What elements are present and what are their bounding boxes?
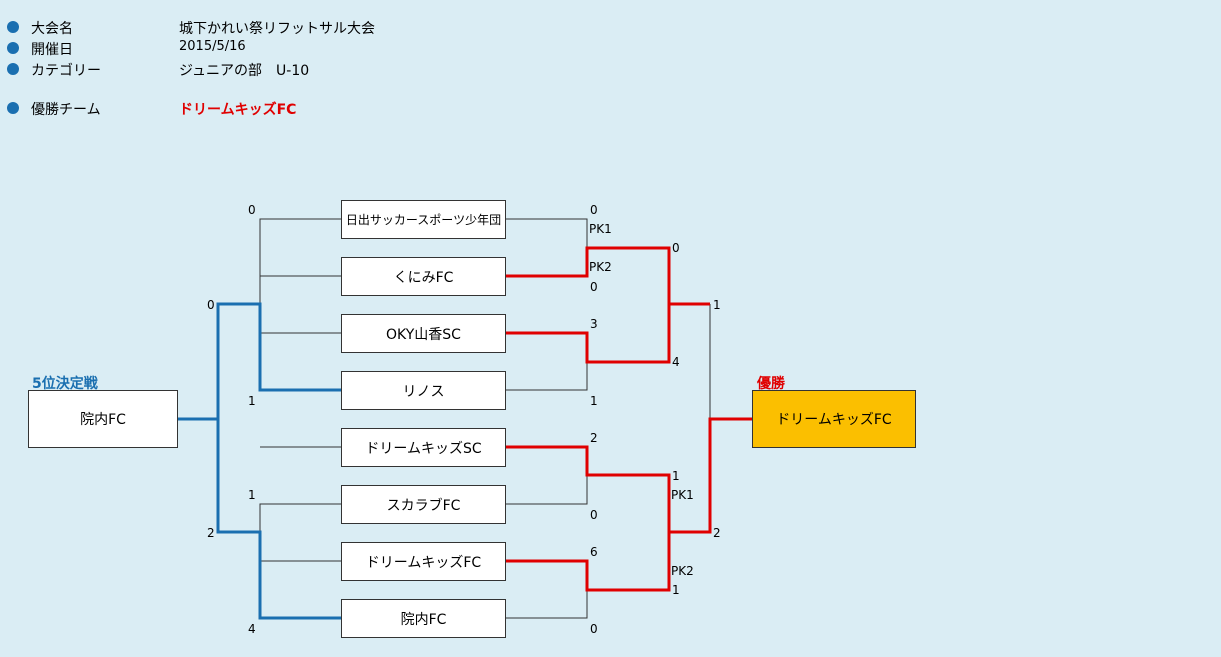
score-r1-team6: 0 — [590, 508, 598, 522]
score-fifth-final-2: 2 — [207, 526, 215, 540]
champion-value: ドリームキッズFC — [179, 102, 297, 118]
fifth-line-innai — [216, 419, 341, 620]
tournament-name: 城下かれい祭リフットサル大会 — [179, 21, 375, 37]
pk-note-3: PK1 — [671, 488, 694, 502]
pk-note-2: PK2 — [589, 260, 612, 274]
team-box-4[interactable]: リノス — [341, 371, 506, 410]
score-r1-team5: 2 — [590, 431, 598, 445]
score-fifth-final-1: 0 — [207, 298, 215, 312]
team-box-1[interactable]: 日出サッカースポーツ少年団 — [341, 200, 506, 239]
date-value: 2015/5/16 — [179, 39, 246, 54]
line-right-team1 — [505, 218, 588, 248]
tournament-label: 大会名 — [31, 21, 73, 37]
team-box-5[interactable]: ドリームキッズSC — [341, 428, 506, 467]
bracket-winner-lines — [505, 246, 752, 592]
score-r1-team1: 0 — [590, 203, 598, 217]
team-box-7[interactable]: ドリームキッズFC — [341, 542, 506, 581]
bullet-icon — [7, 102, 19, 114]
win-line-dreamkids-fc — [505, 417, 752, 592]
pk-note-1: PK1 — [589, 222, 612, 236]
score-final-2: 2 — [713, 526, 721, 540]
line-right-team6 — [505, 475, 588, 505]
score-fifth-semi-1: 0 — [248, 203, 256, 217]
team-box-3[interactable]: OKY山香SC — [341, 314, 506, 353]
category-label: カテゴリー — [31, 63, 101, 79]
champion-label: 優勝チーム — [31, 102, 101, 118]
score-fifth-semi-4: 4 — [248, 622, 256, 636]
win-line-kunimi — [505, 246, 671, 304]
fifth-line-rinos — [178, 302, 341, 421]
score-semi-4: 1 — [672, 583, 680, 597]
team-box-8[interactable]: 院内FC — [341, 599, 506, 638]
score-r1-team4: 1 — [590, 394, 598, 408]
champion-box[interactable]: ドリームキッズFC — [752, 390, 916, 448]
win-line-dreamkids-sc — [505, 445, 671, 532]
score-semi-1: 0 — [672, 241, 680, 255]
bracket-fifth-lines — [178, 302, 341, 620]
team-box-2[interactable]: くにみFC — [341, 257, 506, 296]
bullet-icon — [7, 21, 19, 33]
score-semi-3: 1 — [672, 469, 680, 483]
bullet-icon — [7, 63, 19, 75]
line-left-team1 — [259, 218, 341, 304]
category-value: ジュニアの部 U-10 — [179, 63, 310, 79]
line-right-team4 — [505, 362, 588, 391]
bullet-icon — [7, 42, 19, 54]
score-r1-team8: 0 — [590, 622, 598, 636]
score-fifth-semi-3: 1 — [248, 488, 256, 502]
bracket-normal-lines — [259, 218, 711, 619]
score-fifth-semi-2: 1 — [248, 394, 256, 408]
score-r1-team2: 0 — [590, 280, 598, 294]
fifth-place-box[interactable]: 院内FC — [28, 390, 178, 448]
win-line-oky — [505, 302, 710, 364]
champion-title: 優勝 — [757, 376, 785, 392]
pk-note-4: PK2 — [671, 564, 694, 578]
score-r1-team7: 6 — [590, 545, 598, 559]
score-final-1: 1 — [713, 298, 721, 312]
score-r1-team3: 3 — [590, 317, 598, 331]
score-semi-2: 4 — [672, 355, 680, 369]
team-box-6[interactable]: スカラブFC — [341, 485, 506, 524]
date-label: 開催日 — [31, 42, 73, 58]
line-right-team8 — [505, 590, 588, 619]
fifth-place-title: 5位決定戦 — [32, 376, 98, 392]
line-left-team6 — [259, 503, 341, 532]
